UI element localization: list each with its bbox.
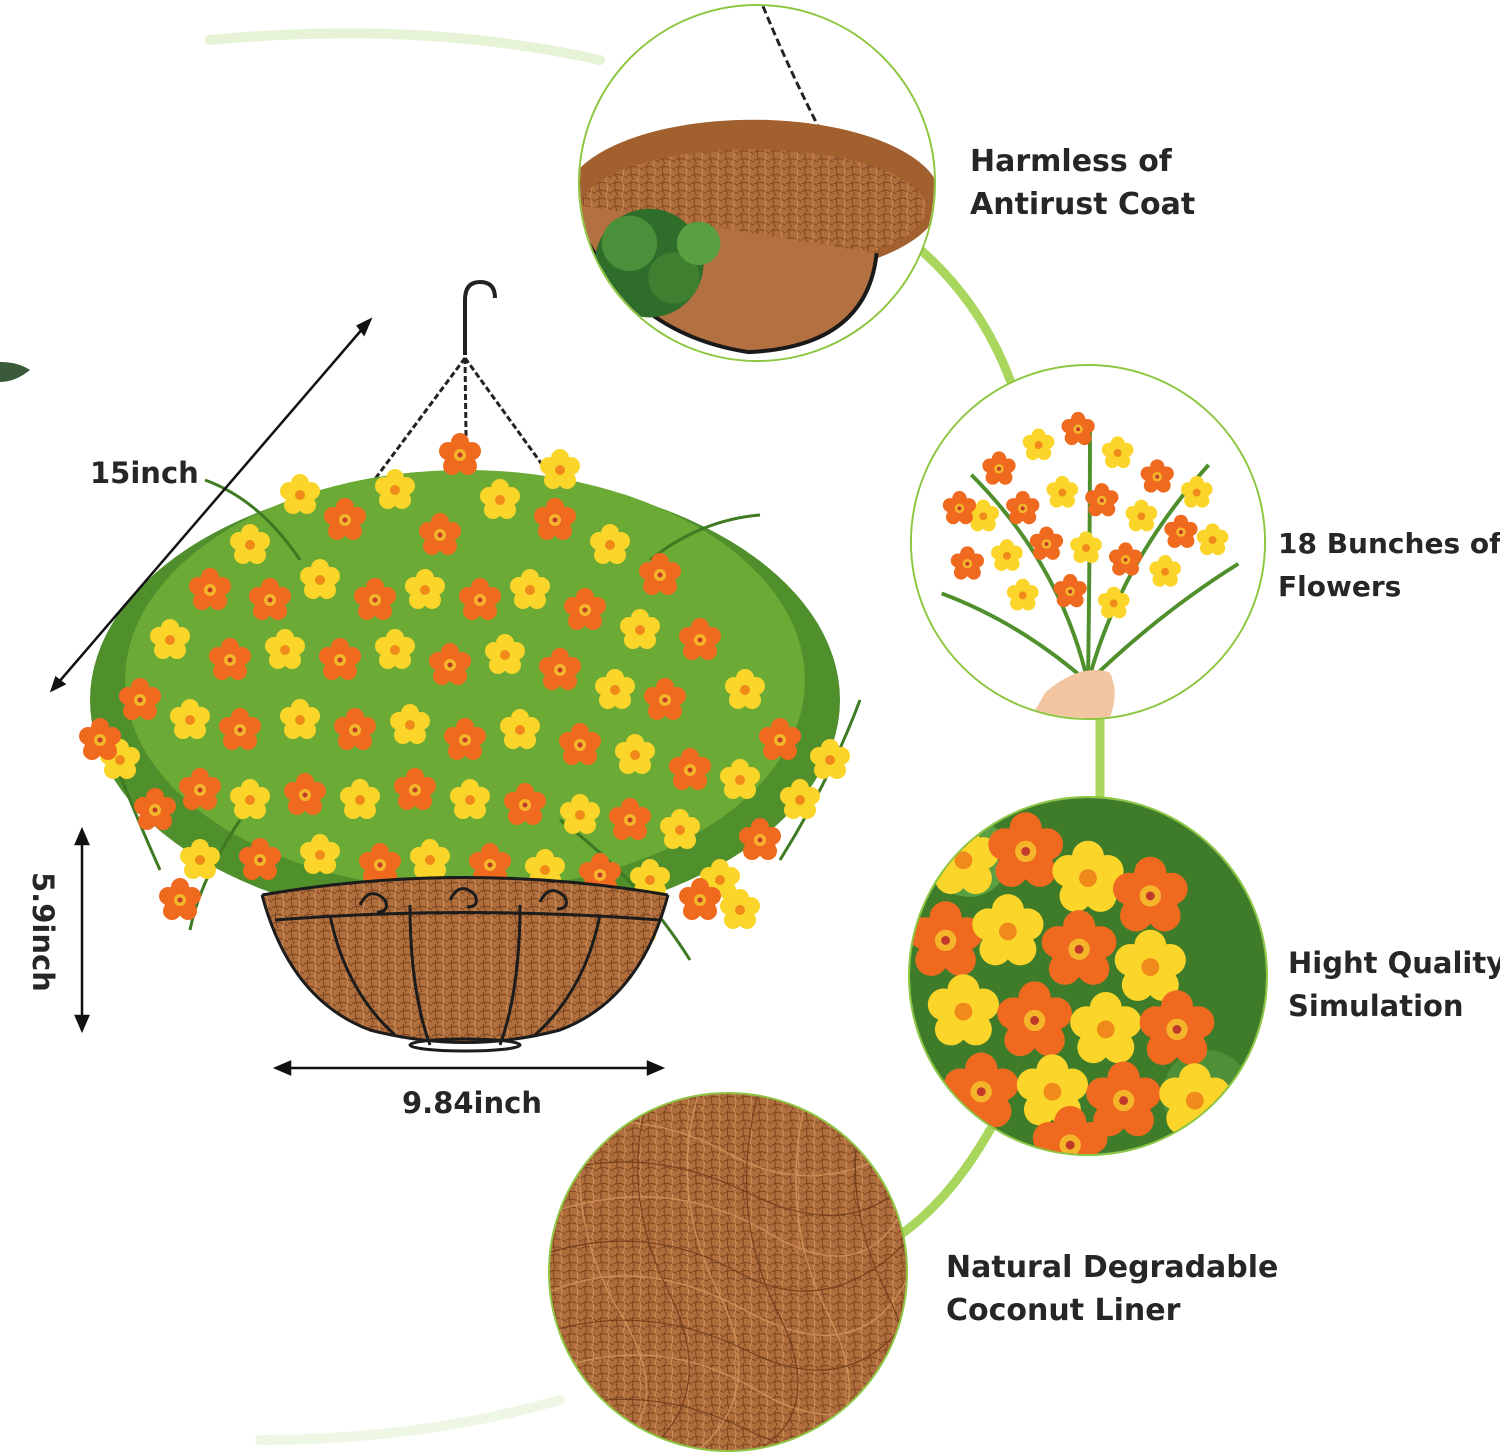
feature-label-line: 18 Bunches of xyxy=(1278,527,1500,560)
diagonal-dimension-label: 15inch xyxy=(90,456,199,490)
feature-label-bunches: 18 Bunches of Flowers xyxy=(1278,522,1500,608)
feature-label-line: Natural Degradable xyxy=(946,1250,1279,1285)
feature-label-coconut: Natural Degradable Coconut Liner xyxy=(946,1246,1278,1332)
flower-bunch-detail-image xyxy=(910,364,1266,720)
feature-label-line: Simulation xyxy=(1288,989,1464,1023)
feature-label-line: Harmless of xyxy=(970,144,1172,179)
feature-label-line: Antirust Coat xyxy=(970,187,1196,222)
height-dimension-label: 5.9inch xyxy=(26,872,60,992)
coconut-liner-detail-image xyxy=(548,1092,908,1452)
feature-label-antirust: Harmless of Antirust Coat xyxy=(970,140,1195,226)
width-dimension-label: 9.84inch xyxy=(402,1086,542,1120)
feature-label-line: Flowers xyxy=(1278,570,1402,603)
flower-closeup-detail-image xyxy=(908,796,1268,1156)
feature-label-line: Hight Quality xyxy=(1288,946,1500,980)
feature-label-line: Coconut Liner xyxy=(946,1293,1181,1328)
feature-label-quality: Hight Quality Simulation xyxy=(1288,942,1500,1028)
antirust-coat-detail-image xyxy=(578,4,936,362)
